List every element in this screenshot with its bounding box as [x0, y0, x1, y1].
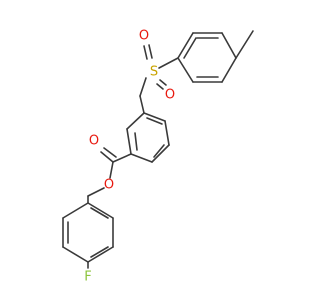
bond	[103, 147, 117, 158]
fluorine-atom-label: F	[84, 270, 91, 285]
bond	[164, 120, 170, 146]
bond	[130, 153, 153, 163]
bond-layer	[62, 30, 254, 269]
oxygen-atom-label: O	[104, 178, 114, 193]
bond	[87, 246, 114, 263]
bond	[126, 112, 145, 130]
oxygen-atom-label: O	[139, 29, 149, 44]
bond	[156, 83, 164, 90]
bond	[134, 132, 138, 151]
bond	[235, 30, 254, 59]
bond	[100, 151, 114, 163]
bond	[90, 246, 109, 258]
bond	[159, 79, 167, 86]
bond	[87, 187, 105, 197]
bond	[87, 202, 114, 219]
bond	[112, 153, 132, 163]
oxygen-atom-label: O	[89, 134, 99, 149]
bond	[126, 128, 132, 155]
bond	[221, 32, 237, 59]
oxygen-atom-label: O	[165, 88, 175, 103]
sulfur-atom-label: S	[150, 65, 158, 80]
bond	[62, 246, 89, 263]
bond	[151, 144, 170, 163]
bond	[143, 45, 148, 60]
bond	[183, 37, 197, 59]
bond	[221, 57, 237, 83]
bond	[153, 144, 165, 158]
bond	[139, 95, 145, 114]
bond	[146, 117, 163, 125]
atom-label-layer: S O O O O F	[84, 29, 175, 285]
bond	[62, 202, 89, 219]
bond	[139, 77, 147, 97]
bond	[143, 112, 166, 122]
molecule-structure: S O O O O F	[62, 29, 254, 285]
bond	[177, 32, 194, 59]
bond	[177, 57, 194, 83]
bond	[90, 207, 109, 219]
bond	[148, 44, 153, 59]
bond	[109, 161, 114, 179]
bond	[158, 57, 179, 69]
